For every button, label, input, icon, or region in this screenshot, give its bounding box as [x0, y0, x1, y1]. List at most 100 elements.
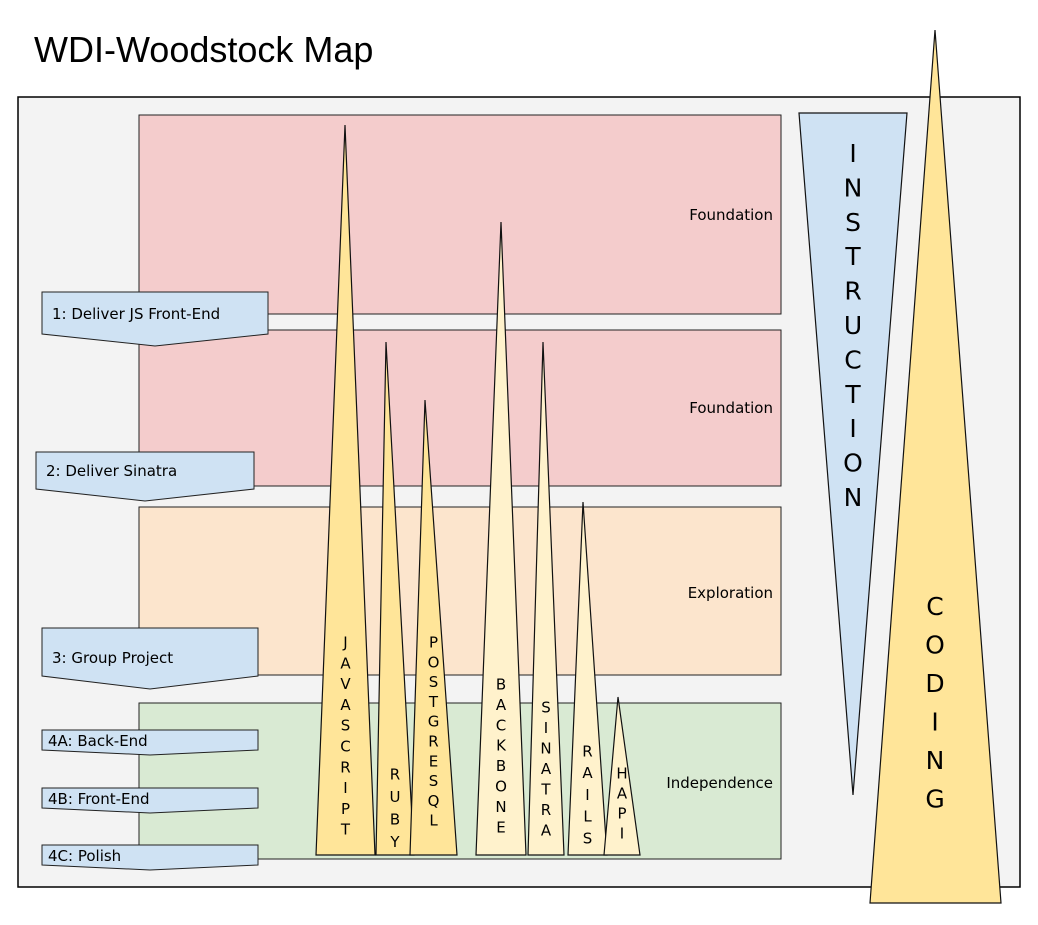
phase-band-4-rect	[138, 702, 782, 860]
coding-letter: G	[925, 785, 944, 814]
spike-letter: S	[429, 673, 439, 691]
spike-letter: A	[496, 696, 507, 714]
spike-javascript	[315, 124, 376, 856]
spike-letter: N	[540, 740, 551, 758]
spike-letter: A	[617, 785, 628, 803]
milestone-4c-shape	[41, 844, 259, 871]
diagram-title: WDI-Woodstock Map	[34, 29, 373, 70]
phase-band-1: Foundation	[138, 114, 782, 315]
spike-letter: I	[343, 779, 347, 797]
spike-letter: I	[620, 825, 624, 843]
spike-letter: S	[429, 772, 439, 790]
spike-ruby	[375, 341, 415, 856]
coding-letter: I	[931, 708, 938, 737]
milestone-3: 3: Group Project	[41, 627, 259, 690]
phase-label-3: Exploration	[688, 584, 773, 602]
milestone-4a: 4A: Back-End	[41, 729, 259, 756]
milestone-4c: 4C: Polish	[41, 844, 259, 871]
spike-letter: R	[541, 801, 551, 819]
milestone-4b-shape	[41, 787, 259, 814]
spike-letter: R	[428, 733, 438, 751]
instruction-letter: C	[844, 345, 861, 374]
phase-label-2: Foundation	[689, 399, 773, 417]
spike-letter: O	[495, 778, 507, 796]
spike-letter: L	[429, 812, 438, 830]
spike-letter: A	[340, 696, 351, 714]
spike-letter: H	[616, 765, 627, 783]
milestone-2: 2: Deliver Sinatra	[35, 451, 255, 502]
instruction-letter: N	[844, 483, 863, 512]
spike-letter: Q	[428, 792, 440, 810]
phase-band-1-rect	[138, 114, 782, 315]
milestone-label-2: 2: Deliver Sinatra	[46, 462, 177, 480]
spike-rails	[567, 501, 608, 856]
milestone-4b: 4B: Front-End	[41, 787, 259, 814]
phase-label-4: Independence	[666, 774, 773, 792]
spike-letter: U	[390, 788, 401, 806]
instruction-letter: T	[844, 380, 861, 409]
spike-letter: I	[544, 719, 548, 737]
spike-letter: P	[341, 800, 350, 818]
spike-letter: A	[541, 822, 552, 840]
spike-letter: C	[496, 716, 506, 734]
spike-letter: T	[540, 781, 551, 799]
instruction-letter: S	[845, 208, 861, 237]
instruction-letter: I	[849, 139, 856, 168]
instruction-letter: R	[844, 277, 861, 306]
spike-letter: E	[429, 752, 438, 770]
spike-letter: A	[582, 764, 593, 782]
instruction-letter: O	[843, 449, 863, 478]
milestone-label-4b: 4B: Front-End	[48, 790, 150, 808]
spike-letter: B	[496, 676, 506, 694]
spike-letter: B	[390, 811, 400, 829]
spike-letter: O	[428, 653, 440, 671]
spike-letter: J	[342, 634, 347, 652]
spike-letter: R	[340, 758, 350, 776]
spike-letter: E	[496, 818, 505, 836]
spike-letter: S	[341, 717, 351, 735]
coding-letter: D	[925, 669, 944, 698]
spike-letter: S	[541, 699, 551, 717]
milestone-label-4a: 4A: Back-End	[48, 732, 148, 750]
spike-letter: L	[583, 808, 592, 826]
spike-letter: Y	[389, 833, 400, 851]
instruction-triangle-shape	[798, 112, 908, 796]
technology-spikes: JAVASCRIPTRUBYPOSTGRESQLBACKBONESINATRAR…	[315, 124, 641, 856]
spike-letter: A	[340, 654, 351, 672]
instruction-letter: I	[849, 414, 856, 443]
coding-triangle-shape	[869, 29, 1002, 904]
spike-letter: S	[583, 829, 593, 847]
milestone-label-4c: 4C: Polish	[48, 847, 121, 865]
spike-letter: T	[428, 693, 439, 711]
milestone-label-1: 1: Deliver JS Front-End	[52, 305, 220, 323]
spike-postgresql	[409, 399, 458, 856]
spike-letter: B	[496, 757, 506, 775]
spike-sinatra	[527, 341, 565, 856]
spike-letter: T	[340, 821, 351, 839]
instruction-letter: T	[844, 242, 861, 271]
milestone-label-3: 3: Group Project	[52, 649, 173, 667]
spike-hapi	[603, 696, 641, 856]
milestone-2-shape	[35, 451, 255, 502]
spike-letter: I	[585, 786, 589, 804]
spike-letter: G	[428, 713, 440, 731]
milestone-3-shape	[41, 627, 259, 690]
spike-letter: N	[495, 798, 506, 816]
spike-letter: C	[340, 738, 350, 756]
milestone-1-shape	[41, 291, 269, 347]
instruction-letter: U	[844, 311, 862, 340]
spike-letter: R	[390, 766, 400, 784]
coding-letter: N	[926, 746, 945, 775]
spike-letter: K	[496, 737, 507, 755]
spike-letter: P	[617, 805, 626, 823]
spike-backbone	[475, 221, 527, 856]
spike-letter: A	[541, 760, 552, 778]
phase-label-1: Foundation	[689, 206, 773, 224]
spike-letter: V	[340, 675, 351, 693]
coding-letter: C	[926, 592, 943, 621]
